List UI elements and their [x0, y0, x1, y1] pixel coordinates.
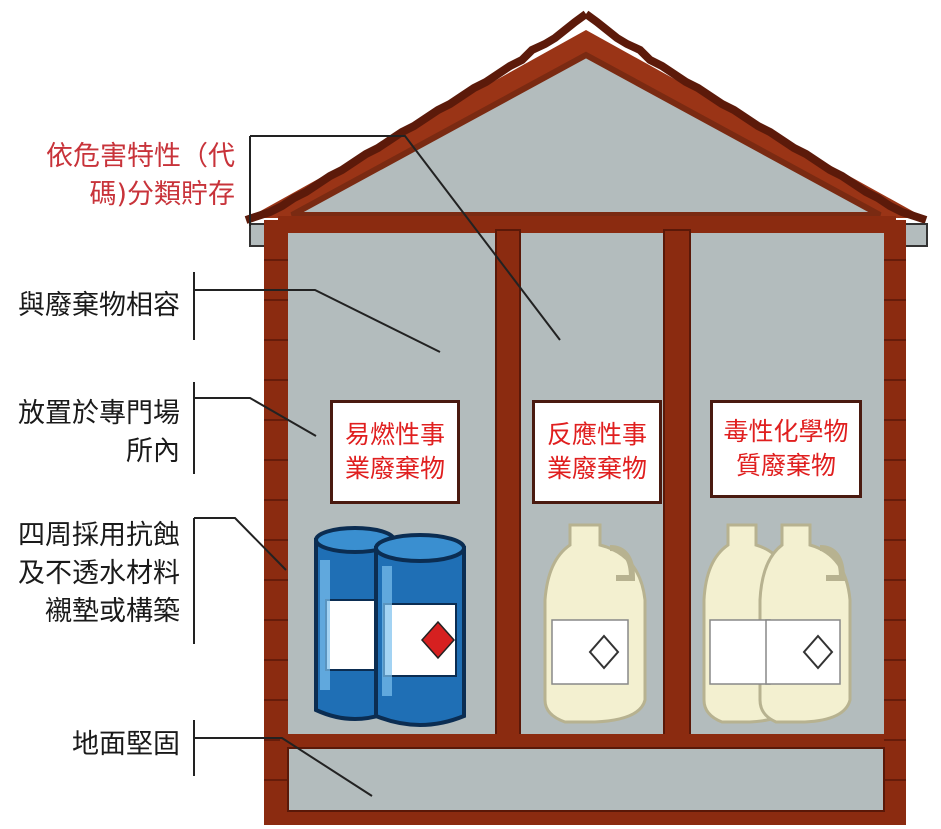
sign-toxic-chemical-waste: 毒性化學物 質廢棄物 — [710, 400, 862, 498]
sign-reactive-waste: 反應性事 業廢棄物 — [532, 400, 662, 504]
toxic-jugs — [702, 523, 852, 724]
flammable-drums — [314, 526, 466, 727]
label-classify-by-hazard: 依危害特性（代 碼)分類貯存 — [46, 141, 235, 210]
leader-lines — [193, 135, 561, 797]
label-compatible-with-waste: 與廢棄物相容 — [18, 290, 180, 321]
label-dedicated-location: 放置於專門場 所內 — [18, 398, 180, 467]
label-corrosion-resistant-lining: 四周採用抗蝕 及不透水材料 襯墊或構築 — [18, 520, 180, 627]
label-solid-floor: 地面堅固 — [72, 729, 180, 760]
sign-flammable-waste: 易燃性事 業廢棄物 — [330, 400, 460, 504]
reactive-jug — [543, 523, 647, 724]
house-walls — [264, 216, 906, 825]
roof — [244, 10, 928, 247]
